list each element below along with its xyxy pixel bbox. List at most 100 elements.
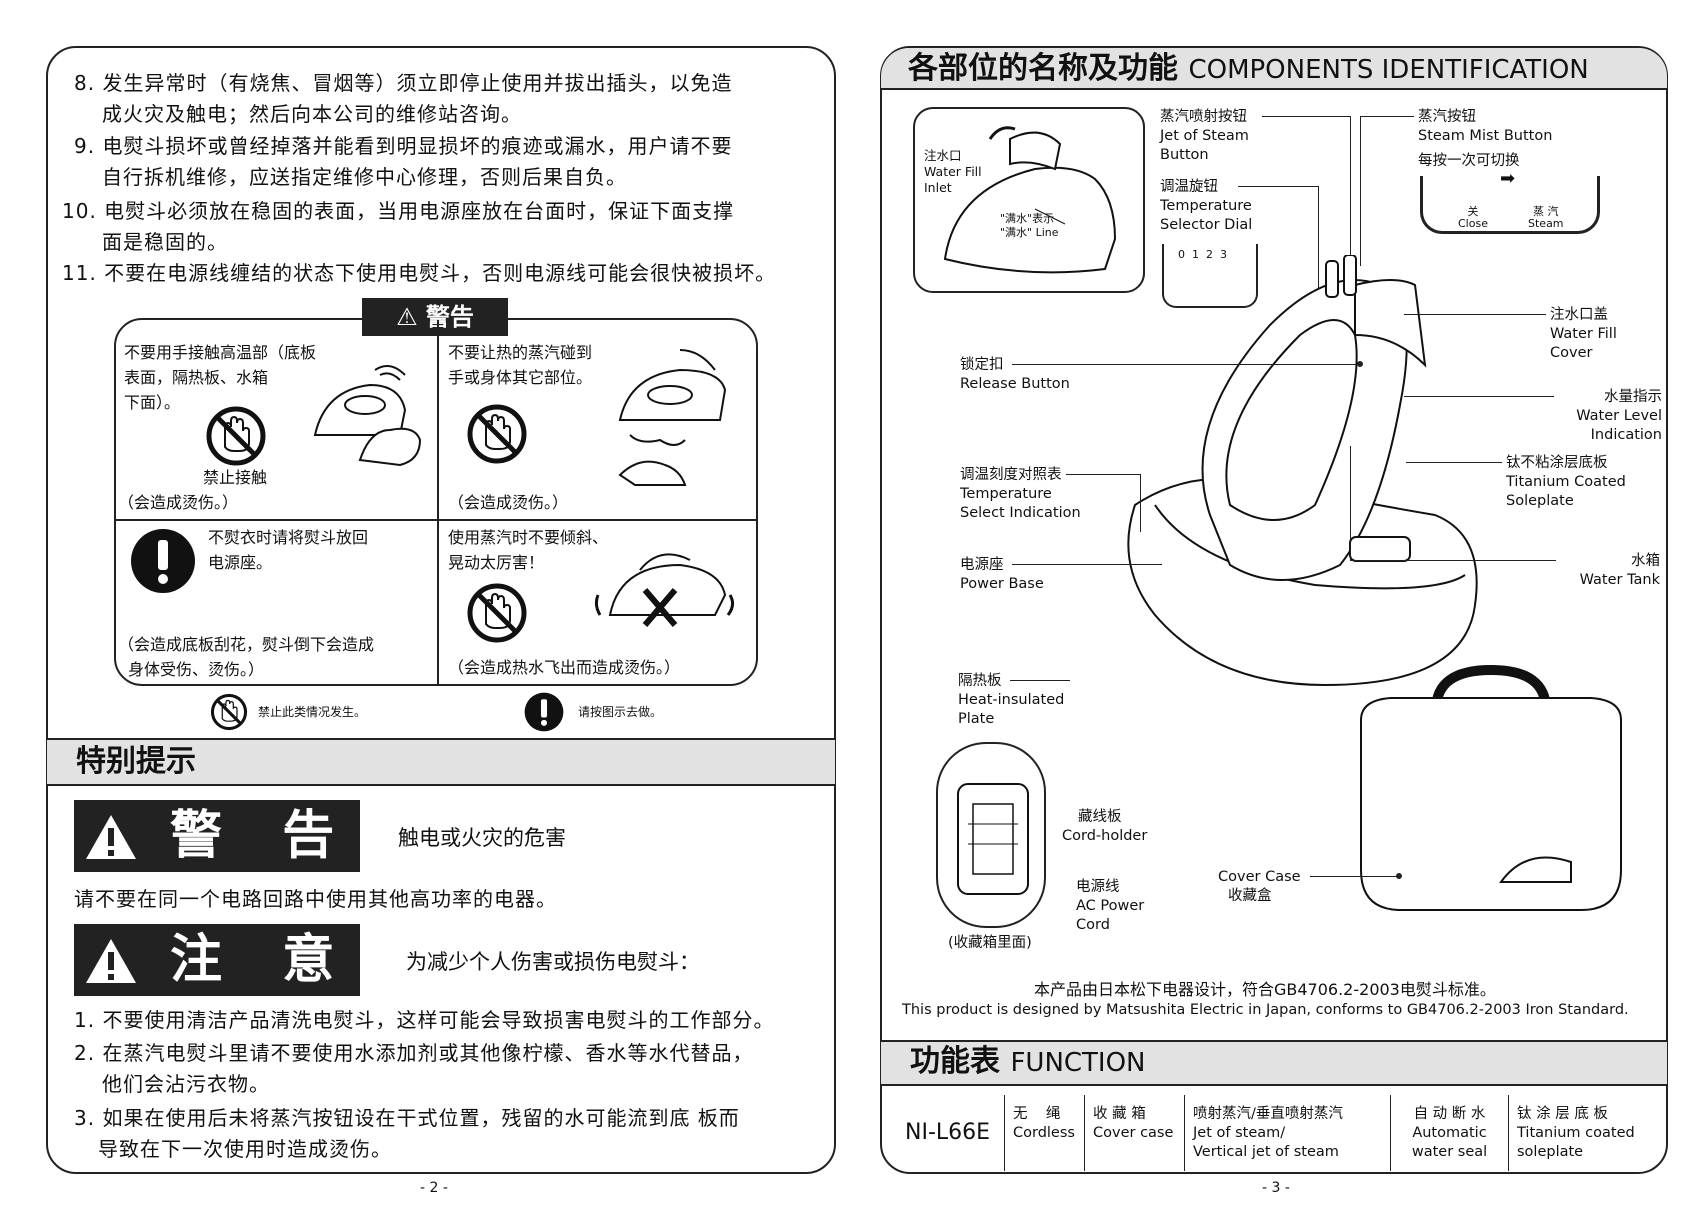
cell1-sub: 禁止接触 bbox=[203, 468, 268, 487]
leader-steam-v bbox=[1360, 116, 1361, 266]
item-line: 面是稳固的。 bbox=[102, 230, 228, 254]
left-page-frame bbox=[46, 46, 836, 1174]
water-fill-inset bbox=[913, 107, 1145, 293]
caution-banner: 注 意 bbox=[74, 924, 360, 996]
legend-must-icon bbox=[524, 692, 564, 732]
cell4-text: 使用蒸汽时不要倾斜、晃动太厉害！ bbox=[448, 528, 609, 572]
item-8: 8. 发生异常时（有烧焦、冒烟等）须立即停止使用并拔出插头，以免造 成火灾及触电… bbox=[74, 68, 814, 130]
iron-hand-illustration bbox=[305, 350, 425, 470]
warning-banner: 警 告 bbox=[74, 800, 360, 872]
warning-line: 请不要在同一个电路回路中使用其他高功率的电器。 bbox=[74, 887, 557, 911]
item-num: 11. bbox=[62, 261, 97, 285]
prohibit-hand-icon bbox=[466, 403, 528, 465]
item-num: 10. bbox=[62, 199, 97, 223]
warning-banner-desc: 触电或火灾的危害 bbox=[398, 826, 566, 850]
cover-case-illustration bbox=[1356, 660, 1626, 920]
item-num: 8. bbox=[74, 71, 96, 95]
page-number-right: - 3 - bbox=[1262, 1180, 1290, 1196]
dial-marks: 0 1 2 3 bbox=[1178, 248, 1227, 261]
caution-item-3: 3. 如果在使用后未将蒸汽按钮设在干式位置，残留的水可能流到底 板而 导致在下一… bbox=[74, 1106, 740, 1161]
standard-cn: 本产品由日本松下电器设计，符合GB4706.2-2003电熨斗标准。 bbox=[1034, 980, 1496, 999]
grid-divider-h bbox=[116, 519, 756, 521]
function-title-bar bbox=[881, 1040, 1667, 1086]
cell3-text: 不熨衣时请将熨斗放回电源座。 bbox=[208, 528, 369, 572]
cell4-note: （会造成热水飞出而造成烫伤。） bbox=[448, 658, 681, 677]
grid-divider-v bbox=[437, 320, 439, 684]
label-inside-case: (收藏箱里面) bbox=[948, 935, 1032, 951]
cord-holder-inset bbox=[936, 742, 1046, 928]
leader-temp-ind-v bbox=[1140, 474, 1141, 532]
dial-inset: 0 1 2 3 bbox=[1162, 244, 1258, 308]
standard-en: This product is designed by Matsushita E… bbox=[902, 1002, 1629, 1018]
page-number-left: - 2 - bbox=[420, 1180, 448, 1196]
caution-banner-text: 注 意 bbox=[170, 930, 343, 990]
leader-dial bbox=[1238, 186, 1318, 187]
leader-cover-case bbox=[1310, 876, 1398, 877]
item-line: 自行拆机维修，应送指定维修中心修理，否则后果自负。 bbox=[102, 165, 627, 189]
legend-prohibit-text: 禁止此类情况发生。 bbox=[258, 705, 367, 719]
steam-hand-illustration bbox=[600, 345, 740, 495]
caution-item-2: 2. 在蒸汽电熨斗里请不要使用水添加剂或其他像柠檬、香水等水代替品， 他们会沾污… bbox=[74, 1041, 754, 1096]
model-cell: NI-L66E bbox=[897, 1095, 1005, 1171]
switch-arrow-icon: ➡ bbox=[1500, 168, 1516, 189]
leader-jet-v bbox=[1350, 116, 1351, 266]
tilted-iron-illustration bbox=[590, 540, 740, 640]
cell3-note: （会造成底板刮花，熨斗倒下会造成身体受伤、烫伤。） bbox=[118, 635, 375, 679]
special-notice-title: 特别提示 bbox=[76, 744, 196, 779]
must-do-icon bbox=[130, 528, 196, 594]
item-9: 9. 电熨斗损坏或曾经掉落并能看到明显损坏的痕迹或漏水，用户请不要 自行拆机维修… bbox=[74, 131, 814, 193]
leader-fill-cover bbox=[1404, 314, 1546, 315]
release-dot bbox=[1357, 361, 1363, 367]
label-full-line: "满水"表示"满水" Line bbox=[1000, 212, 1059, 239]
warning-banner-text: 警 告 bbox=[170, 806, 343, 866]
prohibit-hand-icon bbox=[466, 582, 528, 644]
leader-release bbox=[1012, 364, 1360, 365]
item-line: 不要在电源线缠结的状态下使用电熨斗，否则电源线可能会很快被损坏。 bbox=[104, 261, 777, 285]
leader-tank-v bbox=[1350, 446, 1351, 560]
leader-tank bbox=[1350, 560, 1556, 561]
item-10: 10. 电熨斗必须放在稳固的表面，当用电源座放在台面时，保证下面支撑 面是稳固的… bbox=[62, 196, 822, 258]
item-num: 9. bbox=[74, 134, 96, 158]
function-title: 功能表 FUNCTION bbox=[910, 1044, 1146, 1079]
cell1-text: 不要用手接触高温部（底板表面，隔热板、水箱下面）。 bbox=[124, 343, 317, 412]
leader-level bbox=[1404, 396, 1554, 397]
caution-banner-desc: 为减少个人伤害或损伤电熨斗： bbox=[406, 950, 700, 974]
leader-base bbox=[1012, 564, 1162, 565]
item-line: 成火灾及触电；然后向本公司的维修站咨询。 bbox=[102, 102, 522, 126]
item-11: 11. 不要在电源线缠结的状态下使用电熨斗，否则电源线可能会很快被损坏。 bbox=[62, 258, 832, 289]
cell2-note: （会造成烫伤。） bbox=[448, 493, 569, 512]
leader-steam bbox=[1360, 116, 1414, 117]
leader-plate bbox=[1010, 680, 1070, 681]
components-title: 各部位的名称及功能 COMPONENTS IDENTIFICATION bbox=[908, 51, 1589, 86]
caution-item-1: 1. 不要使用清洁产品清洗电熨斗，这样可能会导致损害电熨斗的工作部分。 bbox=[74, 1008, 775, 1032]
special-notice-bar bbox=[47, 738, 835, 786]
warning-triangle-icon bbox=[86, 815, 136, 859]
leader-soleplate bbox=[1406, 462, 1502, 463]
legend-must-text: 请按图示去做。 bbox=[578, 705, 663, 719]
leader-temp-ind bbox=[1066, 474, 1140, 475]
label-switch-note: 每按一次可切换 bbox=[1418, 153, 1520, 169]
item-line: 电熨斗损坏或曾经掉落并能看到明显损坏的痕迹或漏水，用户请不要 bbox=[102, 134, 733, 158]
steam-switch-diagram bbox=[1420, 176, 1600, 234]
cell2-text: 不要让热的蒸汽碰到手或身体其它部位。 bbox=[448, 343, 593, 387]
